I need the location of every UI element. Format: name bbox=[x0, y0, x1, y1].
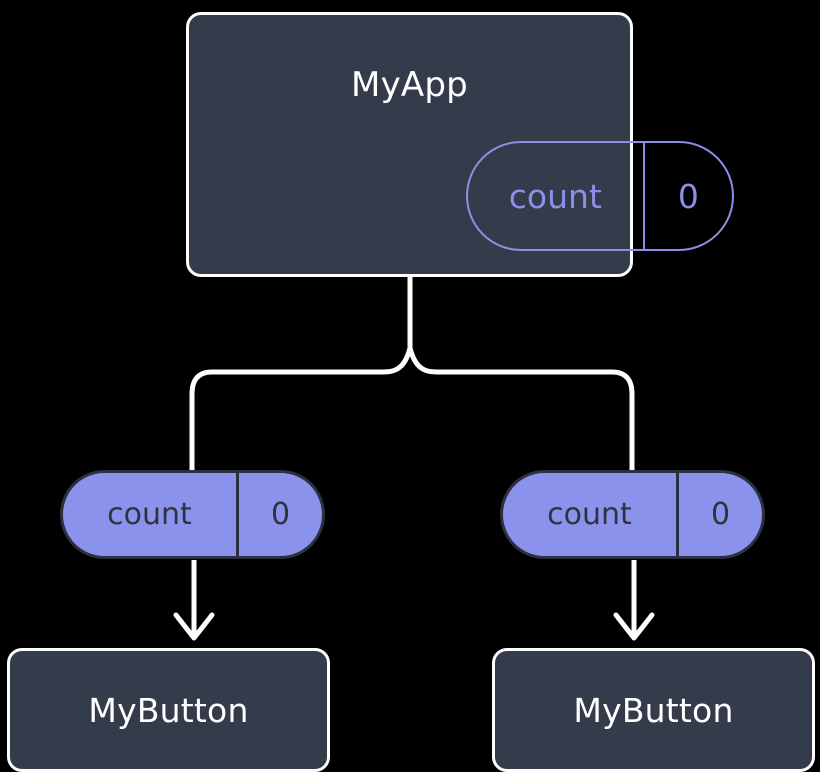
arrowhead-right bbox=[613, 612, 655, 641]
arrowhead-left bbox=[173, 612, 215, 641]
component-title-mybutton: MyButton bbox=[88, 691, 249, 730]
component-node-mybutton-right[interactable]: MyButton bbox=[492, 648, 815, 772]
component-title-myapp: MyApp bbox=[351, 65, 468, 105]
state-key-label: count bbox=[503, 473, 679, 556]
state-pill-left[interactable]: count 0 bbox=[60, 470, 325, 559]
state-key-label: count bbox=[468, 143, 645, 249]
state-key-label: count bbox=[63, 473, 239, 556]
state-value-label: 0 bbox=[710, 497, 731, 532]
state-pill-root[interactable]: count 0 bbox=[466, 141, 734, 251]
edge-root-to-right-state bbox=[407, 345, 635, 473]
component-node-myapp[interactable]: MyApp count 0 bbox=[186, 12, 734, 277]
component-node-mybutton-left[interactable]: MyButton bbox=[7, 648, 330, 772]
edge-root-to-left-state bbox=[189, 345, 413, 473]
state-pill-right[interactable]: count 0 bbox=[500, 470, 765, 559]
state-value-label: 0 bbox=[677, 176, 699, 216]
component-title-mybutton: MyButton bbox=[573, 691, 734, 730]
state-value-label: 0 bbox=[270, 497, 291, 532]
